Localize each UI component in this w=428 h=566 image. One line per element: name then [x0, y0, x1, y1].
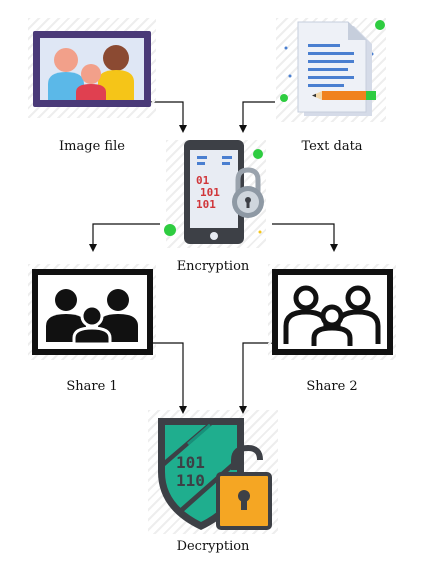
shield-unlock-icon: 101 110 — [158, 418, 272, 530]
edge-encryption-to-share1 — [89, 223, 160, 252]
share2-node — [268, 264, 396, 360]
document-pencil-icon — [280, 20, 385, 116]
share2-label: Share 2 — [306, 379, 358, 394]
svg-text:01: 01 — [196, 174, 210, 187]
edge-text-to-encryption — [239, 101, 275, 133]
share1-node — [28, 264, 156, 360]
edge-encryption-to-share2 — [272, 223, 338, 252]
text-data-label: Text data — [301, 139, 363, 154]
edge-share2-to-decryption — [239, 342, 275, 414]
encryption-node: 01 101 101 — [160, 136, 272, 256]
image-file-node — [28, 18, 156, 118]
text-data-node — [272, 14, 390, 126]
phone-lock-icon: 01 101 101 — [164, 140, 264, 244]
family-photo-icon — [33, 31, 151, 107]
binary-row-2: 110 — [176, 471, 205, 490]
decryption-node: 101 110 — [148, 410, 278, 538]
edge-image-to-encryption — [150, 101, 187, 133]
decryption-label: Decryption — [176, 539, 250, 554]
svg-text:101: 101 — [200, 186, 220, 199]
svg-text:101: 101 — [196, 198, 216, 211]
share-family-outline-icon — [272, 269, 393, 355]
share1-label: Share 1 — [66, 379, 118, 394]
binary-row-1: 101 — [176, 453, 205, 472]
encryption-label: Encryption — [176, 259, 250, 274]
edge-share1-to-decryption — [152, 342, 187, 414]
image-file-label: Image file — [59, 139, 125, 154]
share-family-icon — [32, 269, 153, 355]
